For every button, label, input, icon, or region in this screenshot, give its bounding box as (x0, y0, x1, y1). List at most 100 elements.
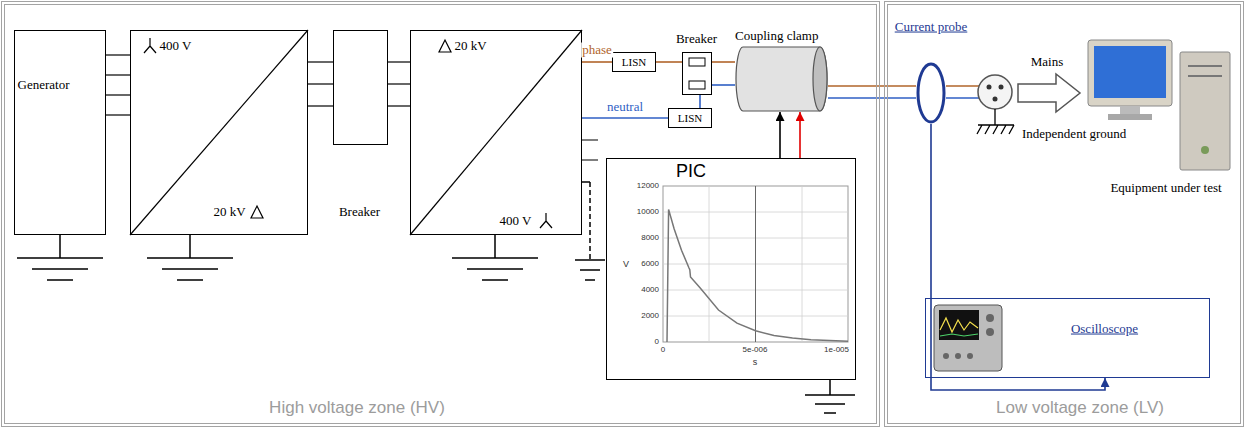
node-text: Coupling clamp (735, 29, 818, 44)
chart-axis-label: 10000 (637, 207, 659, 216)
computer-icon (1088, 40, 1230, 170)
clamp-outline (735, 46, 828, 112)
breaker-contacts (689, 58, 705, 89)
annotation-label: Equipment under test (1110, 181, 1221, 196)
transformer-diagonal (410, 30, 582, 235)
wire-connector (388, 105, 410, 106)
wire-connector (106, 114, 130, 115)
node-text: 400 V (160, 38, 192, 53)
ground-symbol (575, 260, 605, 280)
wire-connector (582, 61, 612, 63)
transformer-diagonal (130, 30, 308, 235)
independent-ground-symbol (977, 109, 1014, 134)
wire-connector (828, 97, 916, 99)
oscilloscope-knob (986, 314, 994, 322)
chart-axis-label: 4000 (641, 285, 659, 294)
wire-connector (106, 94, 130, 95)
monitor-screen (1094, 46, 1166, 98)
lisn-box: LISN (668, 108, 712, 128)
voltage-zone-panel: Low voltage zone (LV)Current probeOscill… (884, 1, 1244, 427)
wire-connector (712, 84, 735, 86)
node-text: Current probe (895, 20, 968, 35)
transformer-box: 400 V 20 kV (130, 30, 308, 235)
wire-connector (106, 54, 130, 55)
chart-plot-area (663, 186, 848, 342)
power-button (1201, 146, 1209, 154)
socket-hole (999, 85, 1004, 90)
wye-symbol (540, 213, 552, 228)
wire-connector (779, 112, 781, 158)
wire-connector (308, 61, 333, 62)
terminal-stub (582, 140, 598, 160)
wire-label: neutral (606, 100, 644, 115)
wire-connector (828, 85, 916, 87)
breaker-contact (689, 58, 705, 66)
chart-axis-label: 0 (661, 345, 665, 354)
ground-symbol (805, 380, 855, 413)
breaker-box: Breaker (682, 52, 712, 95)
oscilloscope-screen (939, 310, 979, 340)
oscilloscope-trace (940, 334, 978, 336)
chart-grid (755, 186, 756, 342)
wire-connector (931, 124, 1105, 390)
wire-connector (712, 61, 735, 63)
oscilloscope-box: Oscilloscope (925, 298, 1210, 378)
monitor-stand (1120, 106, 1140, 114)
wire-connector (308, 83, 333, 84)
node-text: 400 V (500, 213, 532, 228)
annotation-label: Mains (1031, 55, 1064, 70)
pic-chart (663, 186, 848, 342)
wire-connector (656, 61, 682, 63)
monitor-frame (1088, 40, 1172, 106)
probe-ring (918, 64, 944, 122)
ground-symbol (147, 235, 233, 280)
chart-curve (667, 209, 848, 342)
ground-symbols (17, 182, 855, 413)
node-text: Generator (18, 77, 70, 92)
oscilloscope-trace (940, 318, 978, 332)
chart-axis-label: 5e-006 (743, 345, 768, 354)
probe-outline (916, 62, 946, 124)
chart-axis-label: 1e-005 (824, 345, 849, 354)
chart-axis-label: 2000 (641, 311, 659, 320)
chart-axis-label: 12000 (637, 181, 659, 190)
node-text: Breaker (676, 31, 717, 46)
node-text: LISN (678, 112, 702, 125)
breaker-box: Breaker (333, 30, 388, 145)
delta-symbol (251, 206, 263, 218)
mains-socket (978, 75, 1012, 109)
node-text: PIC (676, 161, 706, 182)
socket-hole (993, 97, 998, 102)
drive-slots (1188, 66, 1222, 76)
wire-connector (582, 117, 668, 119)
lisn-box: LISN (612, 52, 656, 72)
monitor-base (1108, 114, 1152, 120)
chart-axis-label: 6000 (641, 259, 659, 268)
clamp-body (736, 47, 827, 111)
ground-symbol (452, 235, 538, 280)
transformer-symbols (130, 30, 598, 235)
transformer-box: 20 kV400 V (410, 30, 582, 235)
wire-connector (699, 95, 701, 108)
dashed-ground-wire (589, 182, 591, 260)
delta-symbol (439, 40, 451, 52)
oscilloscope-knob (955, 353, 961, 359)
node-text: High voltage zone (HV) (269, 398, 445, 418)
chart-axis-label: 0 (655, 337, 659, 346)
node-text: LISN (622, 56, 646, 69)
ground-symbol (17, 235, 103, 280)
current-probe: Current probe (916, 62, 946, 124)
wire-connector (388, 61, 410, 62)
node-text: 20 kV (214, 204, 246, 219)
socket-hole (987, 85, 992, 90)
generator-box: Generator (14, 30, 106, 235)
chart-axis-label: V (623, 259, 629, 269)
coupling-clamp: Coupling clamp (735, 46, 828, 112)
wire-label: phase (581, 43, 613, 58)
wye-symbol (144, 38, 156, 53)
annotation-label: Independent ground (1022, 127, 1126, 142)
oscilloscope-body (934, 305, 1002, 371)
breaker-contact (689, 81, 705, 89)
oscilloscope-knob (943, 353, 949, 359)
